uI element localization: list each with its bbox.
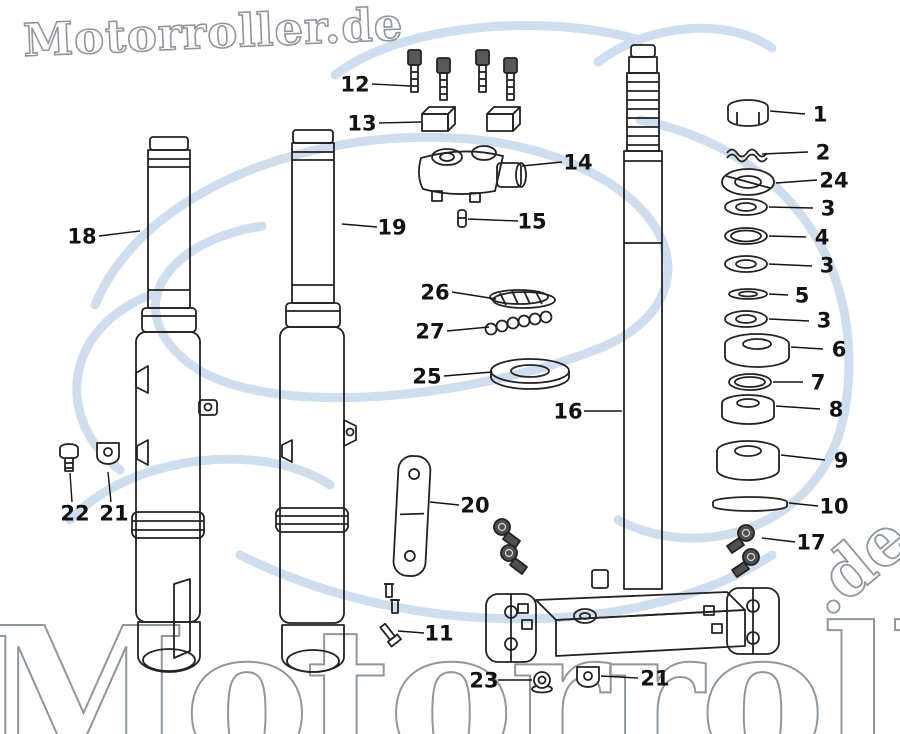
callout-13: 13 xyxy=(347,111,377,136)
callout-24: 24 xyxy=(819,168,849,193)
washer-middle-drawing xyxy=(724,255,768,273)
ring-drawing xyxy=(724,227,768,245)
callout-3b: 3 xyxy=(819,253,835,278)
callout-3a: 3 xyxy=(820,196,836,221)
bracket-drawing xyxy=(392,455,432,577)
right-fork-drawing xyxy=(275,129,357,673)
bearing-race-drawing xyxy=(721,394,775,425)
clamp-bolt-left-upper xyxy=(493,518,521,549)
lower-bearing-drawing xyxy=(716,440,780,481)
upper-bearing-drawing xyxy=(724,333,790,368)
flange-nut-drawing xyxy=(531,671,553,694)
callout-14: 14 xyxy=(563,150,593,175)
callout-5: 5 xyxy=(794,283,810,308)
watermark-top-left: Motorroller.de xyxy=(22,0,404,67)
steering-stem-drawing xyxy=(591,44,663,590)
clamp-bolt-right-lower xyxy=(731,548,760,578)
callout-16: 16 xyxy=(553,399,583,424)
stem-nut-drawing xyxy=(727,99,769,127)
callout-1: 1 xyxy=(812,102,828,127)
callout-11: 11 xyxy=(424,621,454,646)
washer-upper-drawing xyxy=(724,198,768,216)
large-washer-drawing xyxy=(490,358,570,390)
callout-18: 18 xyxy=(67,224,97,249)
clamp-21-left-drawing xyxy=(96,442,120,465)
bracket-screws-drawing xyxy=(384,583,400,614)
pin-drawing xyxy=(457,209,467,228)
bolt-22-drawing xyxy=(59,443,79,472)
clamp-bolt-left-lower xyxy=(500,544,528,575)
callout-2: 2 xyxy=(815,140,831,165)
callout-19: 19 xyxy=(377,215,407,240)
screw-drawing xyxy=(379,622,402,648)
coil-washer-drawing xyxy=(489,289,556,309)
callout-27: 27 xyxy=(415,319,445,344)
callout-23: 23 xyxy=(469,668,499,693)
callout-9: 9 xyxy=(833,448,849,473)
left-fork-drawing xyxy=(131,136,218,673)
triple-clamp-drawing xyxy=(485,587,780,663)
seal-ring-drawing xyxy=(728,373,772,391)
callout-21a: 21 xyxy=(99,501,129,526)
clamp-bolt-right-upper xyxy=(726,524,755,554)
handlebar-clamp-drawing xyxy=(418,145,527,203)
callout-12: 12 xyxy=(340,72,370,97)
callout-4: 4 xyxy=(814,225,830,250)
leader-lines xyxy=(69,83,826,681)
callout-17: 17 xyxy=(796,530,826,555)
callout-25: 25 xyxy=(412,364,442,389)
callout-7: 7 xyxy=(810,370,826,395)
dust-seal-drawing xyxy=(712,496,788,512)
thin-ring-drawing xyxy=(728,288,768,300)
callout-8: 8 xyxy=(828,397,844,422)
callout-6: 6 xyxy=(831,337,847,362)
clamp-21-bottom-drawing xyxy=(576,666,600,688)
callout-20: 20 xyxy=(460,493,490,518)
callout-21b: 21 xyxy=(640,666,670,691)
callout-22: 22 xyxy=(60,501,90,526)
spacer-blocks-drawing xyxy=(421,106,521,132)
bearing-cover-drawing xyxy=(721,168,775,196)
callout-26: 26 xyxy=(420,280,450,305)
washer-lower-drawing xyxy=(724,310,768,328)
callout-10: 10 xyxy=(819,494,849,519)
callout-15: 15 xyxy=(517,209,547,234)
watermark-bottom: Motorroller xyxy=(0,586,900,734)
wave-washer-drawing xyxy=(726,148,768,163)
ball-bearing-drawing xyxy=(484,310,553,336)
socket-bolts-drawing xyxy=(407,49,518,101)
callout-3c: 3 xyxy=(816,308,832,333)
